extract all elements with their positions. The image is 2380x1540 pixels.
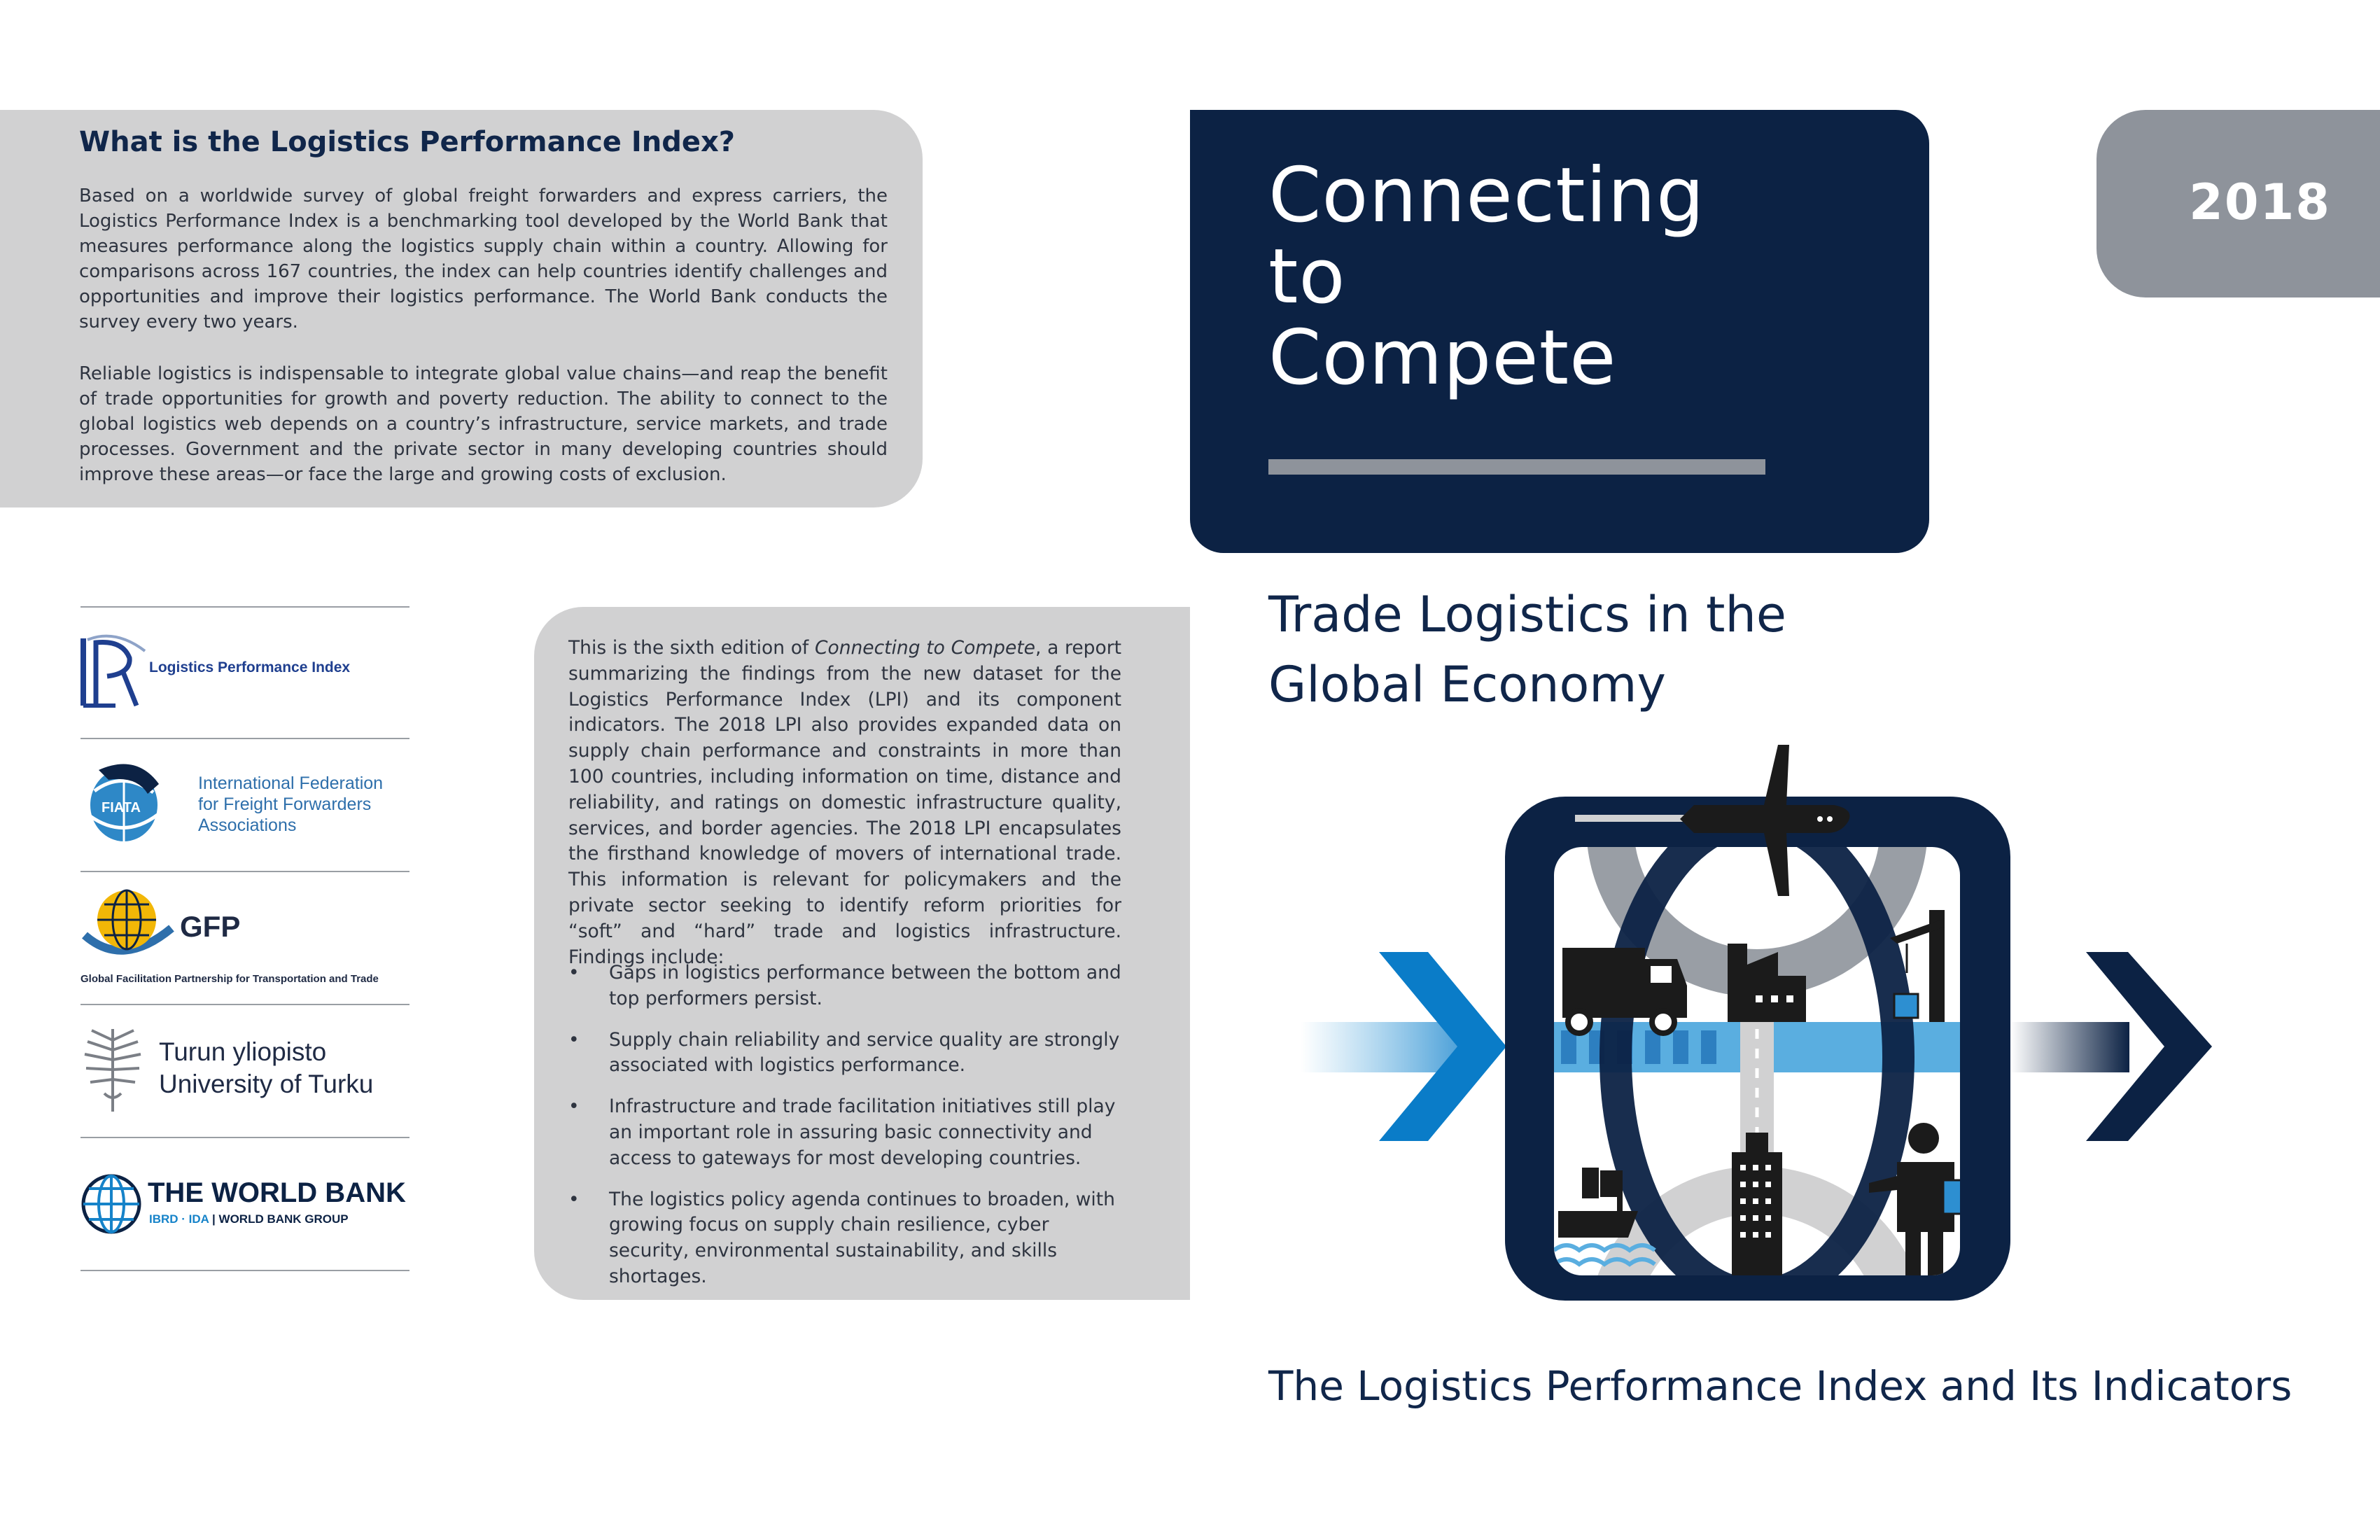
what-is-lpi-panel — [0, 110, 923, 507]
edition-panel — [534, 607, 1190, 1300]
fiata-mark: FIATA — [102, 800, 141, 816]
fiata-globe-icon: FIATA — [89, 764, 159, 841]
cover-subtitle-line-1: Trade Logistics in the — [1268, 586, 1786, 643]
cover-subtitle: Trade Logistics in the Global Economy — [1268, 580, 1898, 720]
fiata-name: International Federation for Freight For… — [198, 773, 383, 836]
gfp-mark: GFP — [180, 910, 240, 943]
turku-name-line-2: University of Turku — [159, 1070, 374, 1098]
findings-list: •Gaps in logistics performance between t… — [568, 960, 1121, 1306]
bullet-icon: • — [568, 1188, 580, 1210]
report-title-italic: Connecting to Compete — [814, 637, 1035, 659]
list-item: •Gaps in logistics performance between t… — [568, 962, 1121, 1009]
cover-title-line-3: Compete — [1268, 314, 1617, 402]
edition-intro-start: This is the sixth edition of — [568, 637, 815, 659]
what-is-lpi-paragraph-1: Based on a worldwide survey of global fr… — [79, 186, 888, 332]
arrow-in-icon — [1301, 952, 1506, 1141]
world-bank-globe-icon — [81, 1174, 141, 1234]
logo-divider — [80, 1004, 410, 1005]
year-tab — [2096, 110, 2380, 298]
factory-icon — [1728, 944, 1806, 1022]
fiata-name-line-2: for Freight Forwarders — [198, 794, 372, 814]
what-is-lpi-paragraph-2: Reliable logistics is indispensable to i… — [79, 363, 888, 485]
truck-icon — [1562, 948, 1687, 1036]
cover-bottom-title: The Logistics Performance Index and Its … — [1268, 1362, 2292, 1410]
world-bank-tagline-ibrd: IBRD · IDA — [149, 1212, 209, 1226]
logo-divider — [80, 738, 410, 739]
fiata-logo: FIATA International Federation for Freig… — [80, 756, 410, 854]
worker-icon — [1869, 1123, 1960, 1275]
turku-name-line-1: Turun yliopisto — [159, 1037, 327, 1066]
world-bank-logo: THE WORLD BANK IBRD · IDA | WORLD BANK G… — [80, 1170, 410, 1240]
logo-divider — [80, 606, 410, 608]
bullet-icon: • — [568, 962, 580, 983]
edition-intro-rest: , a report summarizing the findings from… — [568, 637, 1121, 968]
world-bank-tagline-group: WORLD BANK GROUP — [218, 1212, 349, 1226]
turku-emblem-icon — [84, 1029, 141, 1112]
list-item: •Infrastructure and trade facilitation i… — [568, 1096, 1116, 1169]
logo-divider — [80, 1137, 410, 1138]
bullet-icon: • — [568, 1096, 580, 1118]
fiata-name-line-3: Associations — [198, 816, 297, 835]
list-item: •Supply chain reliability and service qu… — [568, 1028, 1120, 1077]
fiata-name-line-1: International Federation — [198, 774, 384, 793]
bullet-icon: • — [568, 1028, 580, 1051]
airplane-icon — [1575, 745, 1850, 896]
ship-icon — [1554, 1168, 1656, 1267]
lpi-logo-icon: Logistics Performance Index — [80, 634, 350, 708]
edition-year: 2018 — [2189, 174, 2331, 231]
logo-divider — [80, 871, 410, 872]
turku-logo: Turun yliopisto University of Turku — [80, 1026, 410, 1124]
edition-intro: This is the sixth edition of Connecting … — [568, 636, 1121, 970]
what-is-lpi-title: What is the Logistics Performance Index? — [79, 126, 735, 158]
gfp-caption: Global Facilitation Partnership for Tran… — [80, 973, 379, 985]
cover-title-line-1: Connecting — [1268, 152, 1705, 239]
turku-name: Turun yliopisto University of Turku — [159, 1036, 373, 1100]
gfp-globe-icon: GFP — [82, 889, 240, 955]
list-item: •The logistics policy agenda continues t… — [568, 1188, 1115, 1287]
skyscraper-icon — [1732, 1133, 1782, 1275]
lpi-logo: Logistics Performance Index — [80, 630, 410, 714]
cover-title-line-2: to — [1268, 233, 1346, 321]
cover-subtitle-line-2: Global Economy — [1268, 656, 1666, 713]
arrow-out-icon — [2010, 952, 2212, 1141]
title-underline-bar — [1268, 459, 1765, 475]
lpi-logo-text: Logistics Performance Index — [149, 659, 350, 676]
world-bank-name: THE WORLD BANK — [148, 1177, 406, 1208]
gfp-logo: GFP Global Facilitation Partnership for … — [80, 886, 410, 995]
crane-icon — [1890, 910, 1945, 1022]
world-bank-tagline: IBRD · IDA | WORLD BANK GROUP — [149, 1212, 349, 1226]
logo-divider — [80, 1270, 410, 1271]
cover-title-panel — [1190, 110, 1929, 553]
logistics-illustration — [1301, 745, 2212, 1301]
